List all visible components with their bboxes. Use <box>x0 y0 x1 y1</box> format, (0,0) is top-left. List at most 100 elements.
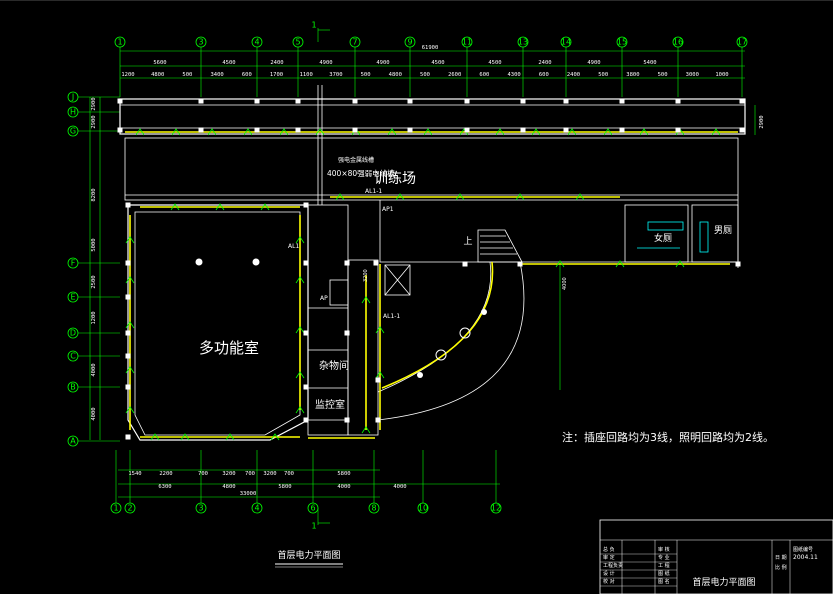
svg-text:13: 13 <box>518 38 528 47</box>
socket <box>567 128 577 136</box>
section-mark-bottom: 1 <box>311 508 330 531</box>
room-multi-function: 多功能室 <box>199 339 259 357</box>
tb-label: 审 定 <box>603 554 615 561</box>
dim-label: 2500 <box>91 275 97 288</box>
svg-text:日 期: 日 期 <box>775 555 787 561</box>
grid-bubble: J <box>67 91 120 103</box>
dim-label: 500 <box>658 72 668 78</box>
grid-bubble: 4 <box>251 36 263 97</box>
socket <box>361 426 371 434</box>
building-walls <box>119 85 746 441</box>
svg-text:图纸编号: 图纸编号 <box>793 546 813 553</box>
column <box>125 353 131 359</box>
column <box>303 260 309 266</box>
socket <box>711 128 721 136</box>
tb-label: 总 负 <box>603 546 615 553</box>
socket-symbols <box>125 128 721 441</box>
column <box>563 98 569 104</box>
dim-label: 4800 <box>222 484 235 490</box>
dim-label: 5600 <box>153 60 166 66</box>
grid-bubble: 16 <box>672 36 684 97</box>
dim-label: 6300 <box>158 484 171 490</box>
dim-label: 4900 <box>376 60 389 66</box>
dim-label: 3400 <box>210 72 223 78</box>
light-dot <box>195 258 203 266</box>
dim-label: 1100 <box>300 72 313 78</box>
grid-bubble: 12 <box>490 450 502 514</box>
dim-label: 2600 <box>448 72 461 78</box>
tb-label: 图 名 <box>658 578 670 585</box>
column <box>117 127 123 133</box>
socket <box>295 371 305 379</box>
socket <box>335 193 345 201</box>
tb-label: 专 业 <box>658 554 670 561</box>
column <box>295 98 301 104</box>
dim-label: 500 <box>420 72 430 78</box>
bottom-total-dim: 33000 <box>240 491 257 497</box>
column <box>375 417 381 423</box>
socket <box>315 128 325 136</box>
section-mark-top: 1 <box>311 21 330 42</box>
socket <box>495 128 505 136</box>
column <box>303 202 309 208</box>
socket <box>225 433 235 441</box>
grid-bubble: 15 <box>616 36 628 97</box>
svg-text:F: F <box>71 259 76 268</box>
dim-label: 4300 <box>507 72 520 78</box>
tb-label: 校 对 <box>603 578 615 585</box>
socket <box>531 128 541 136</box>
grid-bubble: 4 <box>251 450 263 514</box>
grid-bubble: D <box>67 327 120 339</box>
socket <box>387 128 397 136</box>
room-training: 训练场 <box>374 171 416 187</box>
column <box>464 127 470 133</box>
grid-bubble: F <box>67 257 120 269</box>
dim-label: 2200 <box>159 471 172 477</box>
grid-bubble: 3 <box>195 36 207 97</box>
svg-text:3: 3 <box>198 504 203 513</box>
grid-bubble: 3 <box>195 450 207 514</box>
dim-label: 4900 <box>319 60 332 66</box>
grid-bubble: 6 <box>307 450 319 514</box>
light-dot <box>481 309 487 315</box>
dim-label: 600 <box>539 72 549 78</box>
drawing-title-text: 首层电力平面图 <box>277 549 340 561</box>
svg-text:G: G <box>70 127 76 136</box>
dim-label: 500 <box>361 72 371 78</box>
column <box>125 434 131 440</box>
dim-label: 5400 <box>643 60 656 66</box>
socket <box>125 406 135 414</box>
socket <box>135 128 145 136</box>
column <box>675 127 681 133</box>
dim-label: 4000 <box>91 407 97 420</box>
tb-label: 设 计 <box>603 570 615 577</box>
column <box>462 261 468 267</box>
dim-label: 4500 <box>222 60 235 66</box>
svg-text:H: H <box>70 108 76 117</box>
socket <box>180 433 190 441</box>
socket <box>361 296 371 304</box>
light-dot <box>252 258 260 266</box>
svg-text:7: 7 <box>352 38 357 47</box>
dim-label: 3200 <box>222 471 235 477</box>
trunking-label-2: 400×80强弱电线槽 <box>327 168 395 178</box>
svg-text:12: 12 <box>491 504 501 513</box>
dim-label: 2400 <box>567 72 580 78</box>
svg-text:5: 5 <box>295 38 300 47</box>
socket <box>215 203 225 211</box>
grid-bubble: 8 <box>368 450 380 514</box>
svg-text:A: A <box>70 437 76 446</box>
svg-text:16: 16 <box>673 38 683 47</box>
svg-text:2900: 2900 <box>759 115 765 128</box>
grid-bubble: 1 <box>114 36 126 97</box>
socket <box>295 326 305 334</box>
dim-label: 8200 <box>91 188 97 201</box>
svg-text:6: 6 <box>310 504 315 513</box>
column <box>344 417 350 423</box>
socket <box>575 193 585 201</box>
grid-bubble: E <box>67 291 120 303</box>
socket <box>455 193 465 201</box>
column <box>344 330 350 336</box>
